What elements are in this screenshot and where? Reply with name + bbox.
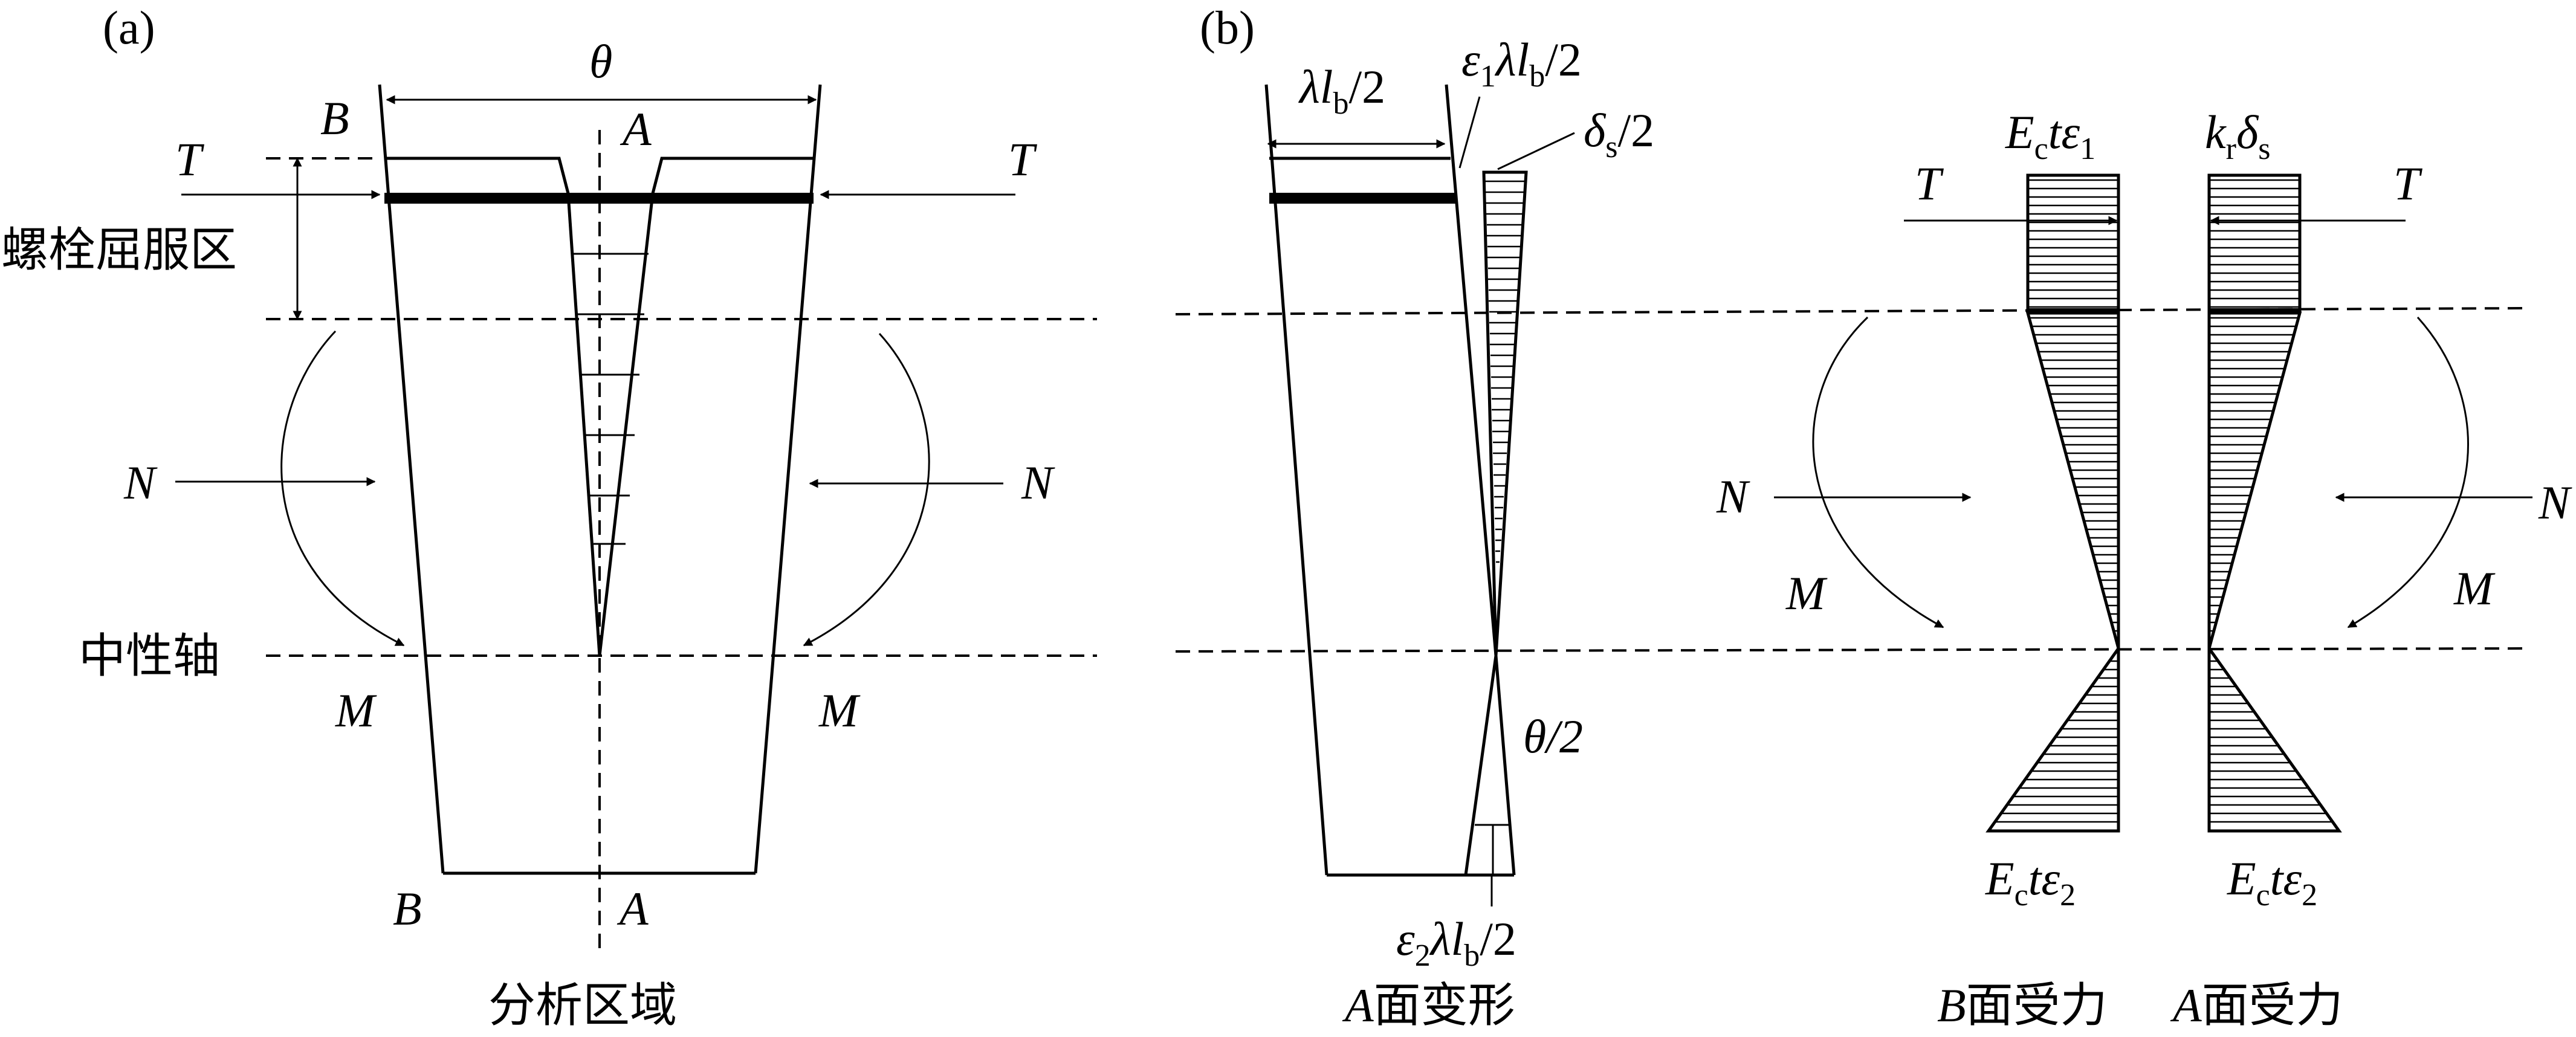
b-left-edge [1264, 84, 1328, 876]
c-Ect-eps1-label: Ectε1 [2005, 106, 2095, 166]
M-right-moment-arc [803, 332, 930, 647]
c-label-M-left: M [1785, 567, 1828, 619]
left-top-plate [386, 157, 570, 194]
c-caption-A: A面受力 [2170, 978, 2343, 1033]
right-edge-line [754, 84, 822, 874]
c-left-lower-triangle [1985, 644, 2120, 833]
b-hatched-wedge [1482, 170, 1528, 656]
panel-a: (a) θ B A B [1, 1, 1097, 1033]
label-B-top: B [320, 92, 349, 144]
c-right-upper-triangle [2207, 311, 2302, 649]
b-delta-label: δs/2 [1584, 104, 1654, 164]
label-N-right: N [1021, 456, 1055, 509]
label-M-left: M [335, 684, 377, 737]
b-eps2-label: ε2λlb/2 [1396, 913, 1516, 973]
c-label-N-left: N [1716, 470, 1750, 523]
c-left-upper-triangle [2025, 311, 2120, 649]
panel-b-tag: (b) [1200, 1, 1255, 54]
b-eps1-label: ε1λlb/2 [1461, 33, 1582, 94]
wedge-ticks [572, 253, 649, 545]
c-label-N-right: N [2538, 476, 2572, 529]
c-label-T-left: T [1915, 157, 1944, 210]
c-Ect-eps2-right-label: Ectε2 [2227, 852, 2317, 913]
b-delta-leader [1497, 132, 1575, 170]
b-right-edge-upper [1445, 84, 1498, 656]
c-Ect-eps2-left-label: Ectε2 [1985, 852, 2076, 913]
wedge-left-line [566, 193, 601, 656]
b-yield-dashed [1175, 307, 2527, 315]
b-lambda-label: λlb/2 [1298, 60, 1385, 121]
c-right-lower-triangle [2207, 644, 2342, 833]
b-wedge-hatching [1484, 180, 1526, 563]
c-hatching [1989, 179, 2339, 832]
label-T-right: T [1008, 133, 1037, 186]
b-eps1-leader [1458, 96, 1481, 169]
label-A-bottom: A [616, 882, 649, 935]
panel-b: (b) λlb/2 [1175, 1, 2527, 1033]
b-lower-wedge-left [1464, 655, 1498, 876]
label-A-top: A [620, 103, 652, 155]
c-label-T-right: T [2393, 157, 2422, 210]
label-T-left: T [175, 133, 204, 186]
wedge-right-line [598, 193, 655, 656]
c-M-right-arc [2347, 316, 2469, 628]
c-label-M-right: M [2453, 562, 2496, 615]
theta-label: θ [589, 35, 612, 88]
left-edge-line [378, 84, 445, 874]
label-M-right: M [818, 684, 861, 737]
neutral-axis-label: 中性轴 [79, 629, 220, 683]
right-top-plate [651, 157, 815, 194]
panel-a-tag: (a) [103, 1, 155, 54]
bolt-yield-zone-label: 螺栓屈服区 [1, 223, 237, 277]
label-B-bottom: B [393, 882, 422, 935]
b-right-edge-lower [1494, 655, 1516, 876]
b-neutral-dashed [1175, 647, 2527, 653]
b-theta-half-label: θ/2 [1523, 710, 1583, 763]
M-left-moment-arc [280, 330, 405, 647]
label-N-left: N [123, 456, 158, 509]
c-caption-B: B面受力 [1937, 978, 2108, 1033]
c-kr-delta-label: krδs [2205, 106, 2270, 166]
panel-b-caption: A面变形 [1342, 978, 1515, 1033]
panel-c: T T N N M M Ectε1 krδs Ectε2 Ectε2 B面受力 … [1716, 106, 2572, 1033]
c-M-left-arc [1812, 316, 1944, 628]
panel-a-caption: 分析区域 [488, 978, 677, 1033]
